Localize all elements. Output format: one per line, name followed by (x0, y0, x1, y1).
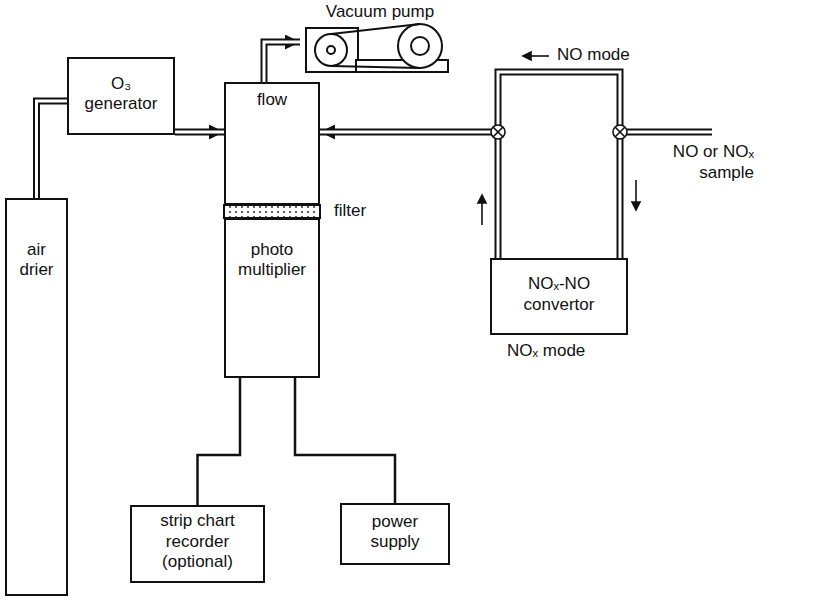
mode-label: NO mode (555, 44, 632, 65)
gas-tube (37, 101, 68, 198)
inlet-label: NO or NOₓ sample (640, 141, 756, 184)
flow-arrow (478, 52, 640, 225)
drier-column: air drier (5, 198, 68, 596)
connector-line (264, 42, 300, 82)
node-text: air drier (12, 240, 61, 281)
connector-line (175, 129, 224, 136)
tube-bore (264, 42, 300, 82)
recorder-box: strip chart recorder (optional) (130, 505, 265, 583)
node-text: flow (257, 90, 287, 110)
node-text: Vacuum pump (326, 2, 434, 22)
vacuum-pump-symbol (306, 24, 448, 72)
connector-line (295, 378, 395, 503)
valve-symbol (491, 125, 627, 139)
node-text: strip chart recorder (optional) (137, 511, 258, 572)
gas-tube (320, 132, 498, 258)
generator-box: O₃ generator (67, 57, 175, 135)
power-box: power supply (340, 503, 450, 565)
node-text: O₃ generator (74, 74, 168, 115)
connector-line (198, 378, 241, 505)
pump-unit: Vacuum pump (300, 2, 460, 32)
convertor-box: NOₓ-NO convertor (490, 258, 628, 335)
mode-label: NOₓ mode (505, 340, 587, 361)
detector-box: photo multiplier (224, 218, 320, 378)
gas-tube (264, 42, 300, 82)
flow-chamber: flow (224, 82, 320, 205)
connector-line (37, 101, 68, 198)
node-text: NOₓ-NO convertor (497, 274, 621, 315)
signal-wire (198, 378, 241, 505)
signal-wire (295, 378, 395, 503)
filter-band (224, 205, 320, 218)
node-text: photo multiplier (231, 240, 313, 281)
tube-bore (320, 132, 498, 258)
tube-bore (175, 131, 224, 134)
gas-tube (175, 132, 224, 133)
part-label: filter (332, 200, 368, 221)
connector-line (320, 132, 498, 258)
tube-bore (37, 101, 68, 198)
node-text: power supply (347, 512, 443, 553)
